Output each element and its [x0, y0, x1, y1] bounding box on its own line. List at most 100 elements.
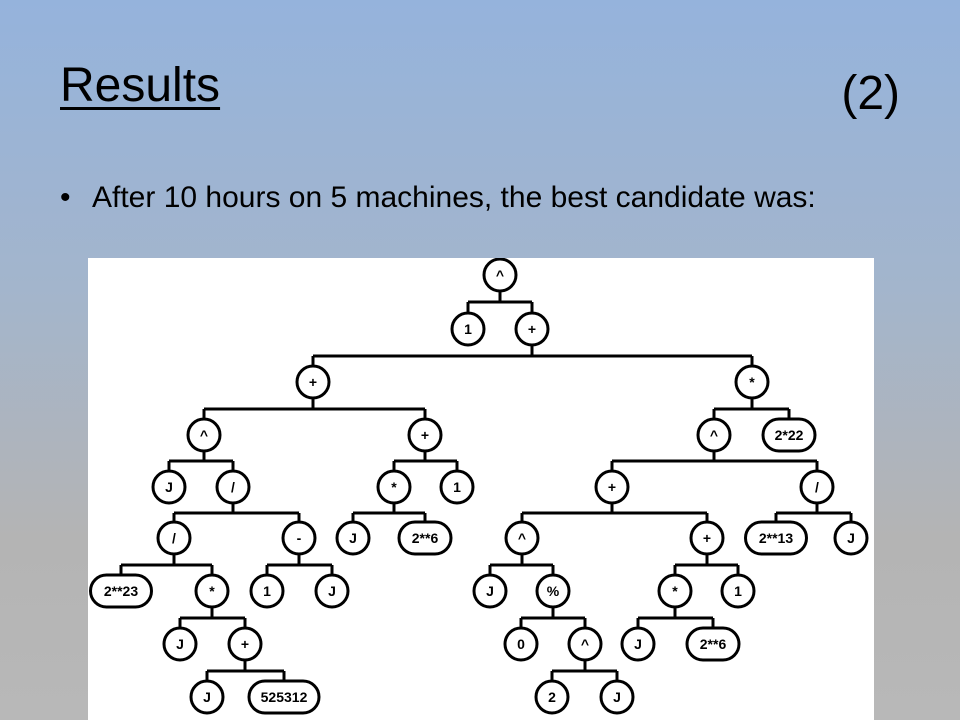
- tree-edge: [205, 660, 286, 681]
- tree-node-label: *: [391, 479, 397, 495]
- tree-node: J: [472, 573, 508, 609]
- tree-node: J: [151, 469, 187, 505]
- tree-node-shape: [567, 626, 603, 662]
- tree-node-shape: [439, 469, 475, 505]
- tree-node-shape: [397, 520, 453, 556]
- tree-node-shape: [215, 469, 251, 505]
- tree-node-shape: [156, 520, 192, 556]
- tree-node-label: J: [328, 583, 336, 599]
- tree-node-label: 2**6: [700, 636, 727, 652]
- tree-node: -: [281, 520, 317, 556]
- tree-node-label: 0: [517, 636, 525, 652]
- tree-node-label: 1: [453, 479, 461, 495]
- tree-node-shape: [599, 679, 635, 715]
- tree-node-shape: [472, 573, 508, 609]
- tree-edge: [351, 503, 427, 522]
- tree-node: 2**6: [397, 520, 453, 556]
- tree-node-shape: [761, 417, 817, 453]
- tree-node: ^: [567, 626, 603, 662]
- tree-node-label: +: [309, 374, 317, 390]
- tree-node-shape: [685, 626, 741, 662]
- tree-node-label: ^: [581, 636, 589, 652]
- tree-node-shape: [186, 417, 222, 453]
- tree-edges: [119, 291, 853, 681]
- tree-node: J: [833, 520, 869, 556]
- tree-node-label: 1: [263, 583, 271, 599]
- tree-edge: [673, 554, 740, 575]
- tree-node-label: 2*22: [775, 427, 804, 443]
- tree-node: 1: [720, 573, 756, 609]
- tree-node-shape: [335, 520, 371, 556]
- tree-node: %: [535, 573, 571, 609]
- tree-node-label: 2**6: [412, 530, 439, 546]
- tree-node-label: +: [241, 636, 249, 652]
- tree-node: J: [335, 520, 371, 556]
- bullet-text: After 10 hours on 5 machines, the best c…: [92, 181, 816, 214]
- tree-node-label: 2: [548, 689, 556, 705]
- tree-node-label: /: [231, 479, 235, 495]
- tree-node-shape: [189, 679, 225, 715]
- tree-node-shape: [194, 573, 230, 609]
- tree-node: 2**23: [89, 573, 153, 609]
- tree-node-label: ^: [496, 267, 504, 283]
- tree-node-label: %: [547, 583, 560, 599]
- tree-node: 2**13: [744, 520, 808, 556]
- tree-node-label: 525312: [261, 689, 308, 705]
- tree-node-shape: [151, 469, 187, 505]
- tree-edge: [519, 607, 587, 628]
- tree-node: *: [657, 573, 693, 609]
- tree-node-label: J: [613, 689, 621, 705]
- tree-node: J: [599, 679, 635, 715]
- tree-node-shape: [534, 679, 570, 715]
- tree-node-shape: [689, 520, 725, 556]
- tree-node-shape: [376, 469, 412, 505]
- tree-node: 1: [439, 469, 475, 505]
- tree-edge: [392, 451, 459, 471]
- tree-node-label: *: [672, 583, 678, 599]
- tree-edge: [172, 503, 301, 522]
- tree-node: +: [594, 469, 630, 505]
- tree-node-shape: [89, 573, 153, 609]
- tree-node-label: 1: [734, 583, 742, 599]
- tree-node: J: [314, 573, 350, 609]
- tree-node: +: [295, 364, 331, 400]
- tree-node-shape: [734, 364, 770, 400]
- tree-node-shape: [720, 573, 756, 609]
- tree-edge: [119, 554, 214, 575]
- tree-edge: [202, 398, 427, 419]
- tree-node: 2**6: [685, 626, 741, 662]
- slide-title: Results: [60, 59, 221, 112]
- tree-node-label: 1: [464, 321, 472, 337]
- tree-node-shape: [482, 258, 518, 293]
- tree-edge: [178, 607, 247, 628]
- tree-node: J: [189, 679, 225, 715]
- tree-node: ^: [186, 417, 222, 453]
- tree-node: /: [156, 520, 192, 556]
- tree-node-label: -: [297, 530, 302, 546]
- tree-node-label: ^: [710, 427, 718, 443]
- tree-edge: [520, 503, 709, 522]
- tree-edge: [712, 398, 791, 419]
- tree-node-shape: [314, 573, 350, 609]
- tree-node-shape: [833, 520, 869, 556]
- tree-node-label: ^: [200, 427, 208, 443]
- tree-node: 1: [450, 311, 486, 347]
- tree-node-label: 2**23: [104, 583, 138, 599]
- tree-node-label: +: [608, 479, 616, 495]
- tree-node-shape: [744, 520, 808, 556]
- tree-node: 1: [249, 573, 285, 609]
- tree-node-label: J: [165, 479, 173, 495]
- tree-node-shape: [696, 417, 732, 453]
- tree-node: *: [376, 469, 412, 505]
- bullet-icon: •: [60, 181, 71, 214]
- tree-node-shape: [249, 573, 285, 609]
- bullet-item: • After 10 hours on 5 machines, the best…: [60, 178, 910, 218]
- slide-title-number: (2): [841, 67, 900, 120]
- tree-node-shape: [450, 311, 486, 347]
- tree-node-shape: [162, 626, 198, 662]
- tree-node-label: *: [749, 374, 755, 390]
- tree-node: J: [162, 626, 198, 662]
- tree-edge: [466, 291, 534, 313]
